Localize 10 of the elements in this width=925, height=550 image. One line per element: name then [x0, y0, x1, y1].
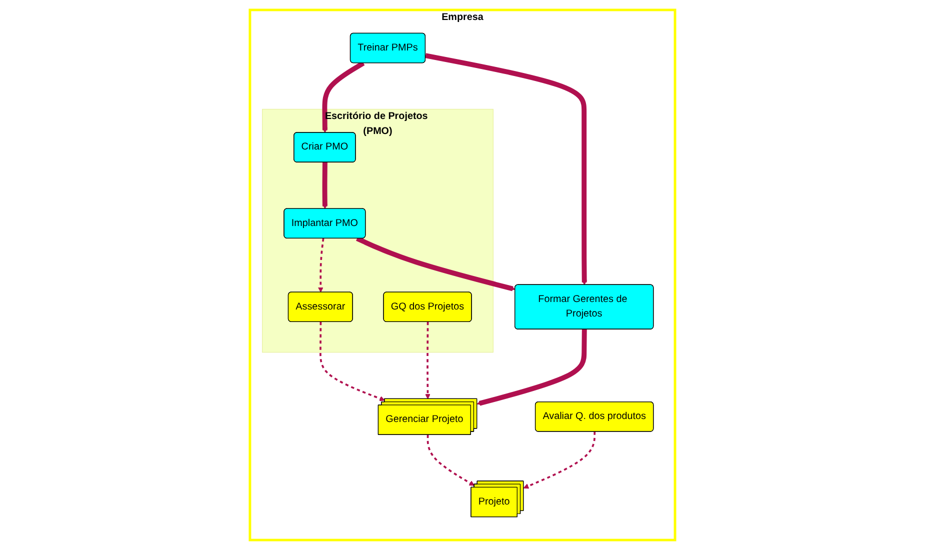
arrow	[425, 53, 588, 286]
arrow	[320, 322, 385, 402]
arrow	[426, 434, 475, 486]
arrow	[523, 432, 596, 489]
arrow	[318, 238, 324, 293]
arrow	[476, 329, 587, 406]
arrow	[425, 322, 430, 400]
arrow	[322, 61, 365, 133]
arrow	[356, 236, 516, 292]
arrow	[322, 162, 328, 210]
